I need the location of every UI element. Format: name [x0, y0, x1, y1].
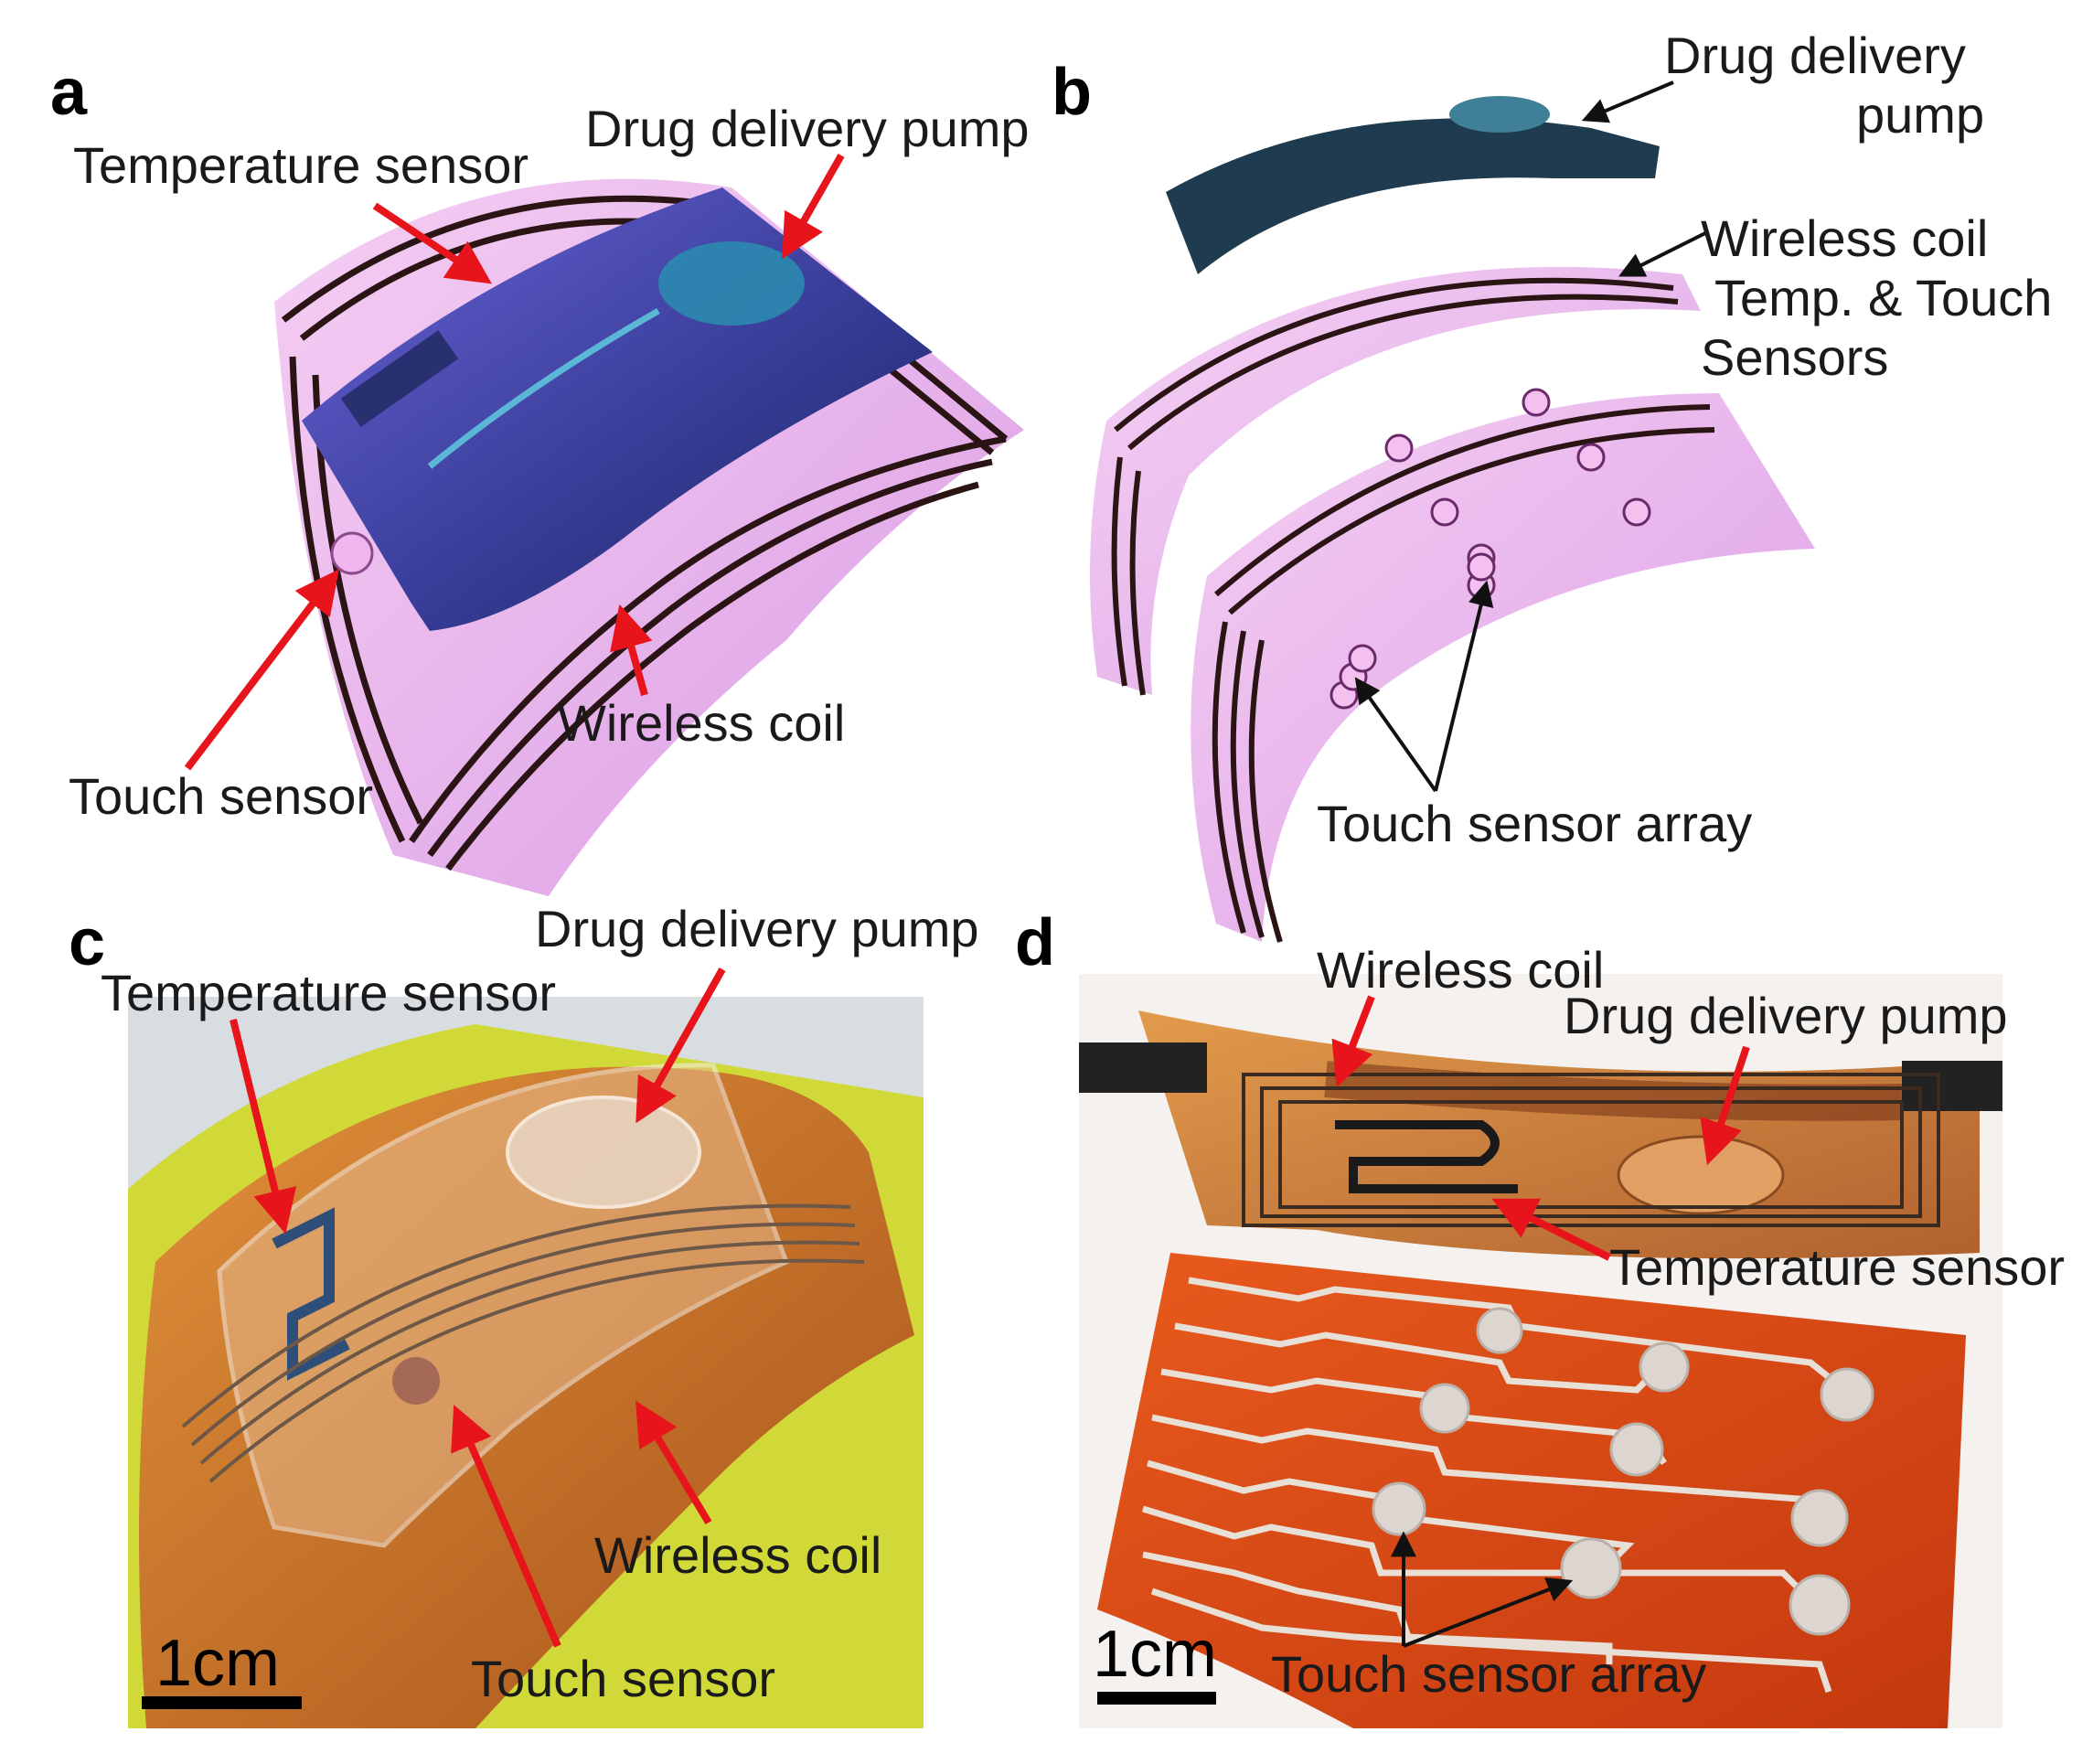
panel-b-pump-arrow: [1581, 80, 1674, 123]
panel-d-pump-reservoir: [1617, 1135, 1785, 1215]
panel-b-array-arrow-right: [1434, 580, 1494, 792]
panel-c-temperature-arrow: [230, 1019, 297, 1235]
panel-b-pump-label-line1: Drug delivery: [1664, 27, 1966, 84]
panel-c-scale-bar: [142, 1696, 302, 1709]
panel-c-touch-label: Touch sensor: [471, 1650, 775, 1707]
panel-d-coil-label: Wireless coil: [1317, 941, 1604, 999]
panel-d-coil-arrow: [1331, 995, 1375, 1087]
panel-c-coil-arrow: [635, 1400, 712, 1525]
panel-a-temperature-label: Temperature sensor: [73, 136, 529, 194]
panel-b-pump-layer: [1166, 118, 1660, 274]
panel-a-letter: a: [50, 56, 88, 129]
panel-a-coil-arrow: [610, 604, 653, 697]
panel-d-array-label: Touch sensor array: [1271, 1645, 1706, 1703]
panel-a-pump-label: Drug delivery pump: [585, 100, 1030, 157]
panel-d-temperature-label: Temperature sensor: [1609, 1238, 2065, 1296]
panel-c-pump-label: Drug delivery pump: [535, 900, 979, 957]
panel-a-coil-label: Wireless coil: [558, 694, 845, 752]
panel-c-pump-reservoir: [506, 1096, 701, 1209]
panel-c: c Drug delivery pump Temperature sensor …: [69, 900, 979, 1728]
panel-a-touch-sensor: [330, 531, 374, 575]
panel-b-sensors-label-line2: Sensors: [1701, 328, 1888, 386]
panel-a: a Temperature sensor Drug delivery pump …: [50, 56, 1030, 896]
panel-d-letter: d: [1015, 906, 1055, 979]
panel-c-letter: c: [69, 906, 105, 979]
panel-d-scale-label: 1cm: [1093, 1618, 1217, 1691]
panel-b-sensors-label-line1: Temp. & Touch: [1714, 269, 2052, 326]
panel-a-temperature-arrow: [372, 202, 492, 284]
panel-b: b Drug delivery pump Wireless coil Temp.…: [1052, 27, 2052, 943]
panel-c-touch-pad: [392, 1357, 440, 1405]
panel-c-scale-label: 1cm: [155, 1627, 280, 1700]
panel-d-bottom-sheet: [1097, 1253, 1966, 1728]
panel-d-touch-pads: [1372, 1307, 1874, 1636]
panel-d-pump-arrow: [1700, 1045, 1750, 1166]
panel-b-letter: b: [1052, 56, 1092, 129]
panel-c-touch-arrow: [451, 1405, 561, 1648]
panel-c-temperature-label: Temperature sensor: [101, 964, 556, 1021]
panel-a-touch-arrow: [184, 569, 339, 771]
panel-d-scale-bar: [1097, 1692, 1216, 1705]
panel-a-pump-arrow: [782, 154, 845, 260]
panel-b-array-arrow-left: [1354, 677, 1437, 793]
panel-b-coil-arrow: [1618, 231, 1706, 277]
panel-c-coil-label: Wireless coil: [594, 1526, 881, 1584]
panel-b-array-label: Touch sensor array: [1317, 795, 1752, 852]
panel-a-touch-label: Touch sensor: [69, 767, 373, 825]
panel-d-pump-label: Drug delivery pump: [1564, 987, 2008, 1044]
panel-a-pump-reservoir: [658, 241, 805, 326]
panel-b-pump-label-line2: pump: [1856, 86, 1984, 144]
panel-c-pump-arrow: [635, 968, 726, 1124]
panel-b-coil-label: Wireless coil: [1701, 209, 1988, 267]
panel-d-temperature-arrow: [1491, 1198, 1611, 1261]
panel-d: d Wireless coil Drug delivery pump Tempe…: [1015, 906, 2065, 1728]
panel-d-array-arrow-right: [1403, 1577, 1574, 1648]
panel-b-sensor-layer: [1191, 393, 1815, 942]
